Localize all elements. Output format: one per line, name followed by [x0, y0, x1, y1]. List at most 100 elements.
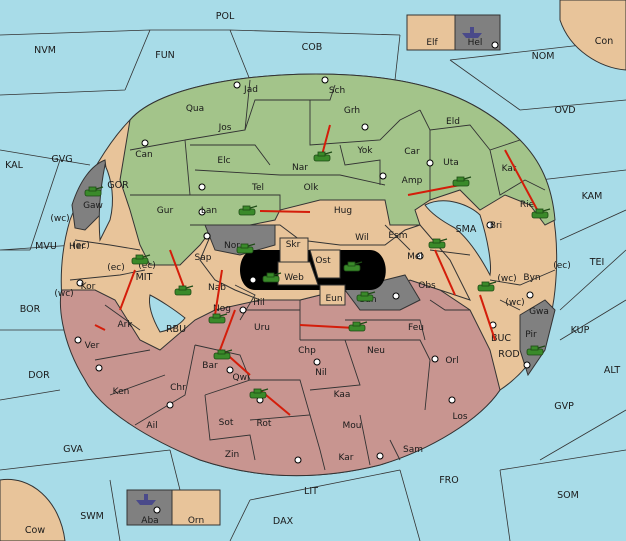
- sea_labels-label: Con: [595, 36, 613, 47]
- land_labels-label: Gur: [157, 206, 174, 216]
- sea_labels-label: DOR: [28, 370, 50, 381]
- land_labels-label: Chr: [170, 383, 186, 393]
- fleet-aba: [136, 494, 156, 505]
- land_labels-label: Rot: [257, 419, 272, 429]
- land_labels-label: Nil: [315, 368, 327, 378]
- sea_labels-label: COB: [302, 42, 323, 53]
- army-unit: [131, 254, 151, 265]
- army-unit: [531, 208, 551, 219]
- land_labels-label: Orl: [445, 356, 458, 366]
- land_labels-label: Jad: [243, 85, 258, 95]
- land_labels-label: Kor: [81, 282, 96, 292]
- sea_labels-label: ALT: [604, 365, 620, 376]
- army-unit: [356, 291, 376, 302]
- land_labels-label: Bri: [490, 221, 502, 231]
- land_labels-label: Ark: [117, 320, 133, 330]
- order-arrow: [119, 269, 136, 311]
- land_labels-label: Nog: [213, 304, 231, 314]
- land_labels-label: Esm: [388, 231, 407, 241]
- sea_labels-label: BOR: [20, 304, 41, 315]
- land_labels-label: Lan: [201, 206, 217, 216]
- strait-sma: [424, 200, 491, 277]
- sea_labels-label: KAM: [582, 191, 603, 202]
- order-arrow: [169, 249, 186, 291]
- land_labels-label: Nar: [292, 163, 308, 173]
- sea_labels-label: MIT: [136, 272, 153, 283]
- units: [84, 151, 551, 399]
- sea_labels-label: KAL: [5, 160, 24, 171]
- army-unit: [249, 388, 269, 399]
- land_labels-label: Her: [69, 242, 85, 252]
- order-arrow: [94, 324, 106, 331]
- land_labels-label: Web: [284, 273, 304, 283]
- sea_labels-label: RBU: [166, 324, 186, 335]
- region-pink-south: [59, 279, 501, 477]
- land_labels-label: Qwi: [233, 373, 250, 383]
- sea_labels-label: GVP: [554, 401, 574, 412]
- land_labels-label: Byn: [523, 273, 540, 283]
- sea_labels-label: SMA: [456, 224, 477, 235]
- coast_notes-label: (ec): [72, 241, 90, 251]
- sea_labels-label: NOM: [532, 51, 555, 62]
- army-unit: [526, 345, 546, 356]
- sea_labels-label: LIT: [304, 486, 318, 497]
- land_labels-label: Ver: [85, 341, 100, 351]
- coast_notes-label: (wc): [505, 298, 524, 308]
- land_labels-label: Elf: [426, 38, 438, 48]
- land_labels-label: Chp: [298, 346, 316, 356]
- land_labels-label: Bar: [202, 361, 218, 371]
- land_labels-label: Zin: [225, 450, 239, 460]
- coast_notes-label: (ec): [138, 261, 156, 271]
- sea_labels-label: GOR: [107, 180, 129, 191]
- land_labels-label: Ken: [113, 387, 130, 397]
- sea_labels-label: SOM: [557, 490, 579, 501]
- order-arrow: [299, 324, 356, 329]
- land_labels-label: Orn: [188, 516, 204, 526]
- land_labels-label: Kat: [502, 164, 517, 174]
- order-arrow: [504, 149, 541, 216]
- land_labels-label: Feu: [408, 323, 424, 333]
- army-unit: [452, 176, 472, 187]
- province-elf: [406, 14, 456, 51]
- land_labels-label: Kar: [339, 453, 354, 463]
- army-unit: [208, 313, 228, 324]
- land_labels-label: Nab: [208, 283, 226, 293]
- land_labels-label: Eld: [446, 117, 460, 127]
- land_labels-label: Gaw: [83, 201, 103, 211]
- order-arrow: [434, 249, 456, 296]
- sea_labels-label: FRO: [439, 475, 459, 486]
- land_labels-label: Gwa: [529, 307, 549, 317]
- land_labels-label: Qua: [186, 104, 204, 114]
- order-arrow: [214, 269, 223, 316]
- land_labels-label: Mel: [407, 252, 423, 262]
- province-pir-occupied: [519, 299, 556, 377]
- army-unit: [343, 261, 363, 272]
- army-unit: [213, 349, 233, 360]
- land_labels-label: Can: [135, 150, 153, 160]
- land_labels-label: Pir: [525, 330, 537, 340]
- fleet-hel: [462, 27, 482, 38]
- region-green-north: [119, 73, 556, 266]
- sea_labels-label: SWM: [80, 511, 104, 522]
- land_labels-label: Skr: [286, 240, 301, 250]
- coast_notes-label: (ec): [107, 263, 125, 273]
- land_labels-label: Grh: [344, 106, 360, 116]
- land_labels-label: Hil: [253, 298, 265, 308]
- coast_notes-label: (wc): [497, 274, 516, 284]
- sea_labels-label: GVA: [63, 444, 83, 455]
- land_labels-label: Ail: [146, 421, 157, 431]
- sea_labels-label: BUC: [491, 333, 511, 344]
- land_labels-label: Mou: [343, 421, 362, 431]
- order-arrow: [321, 124, 331, 156]
- coast_notes-label: (wc): [54, 289, 73, 299]
- land_labels-label: Wil: [355, 233, 369, 243]
- order-arrow: [259, 210, 311, 213]
- army-unit: [428, 238, 448, 249]
- supply-centers: [74, 41, 534, 514]
- sea_labels-label: FUN: [155, 50, 175, 61]
- army-unit: [313, 151, 333, 162]
- land_labels-label: Kaa: [334, 390, 351, 400]
- land_labels-label: Amp: [402, 176, 423, 186]
